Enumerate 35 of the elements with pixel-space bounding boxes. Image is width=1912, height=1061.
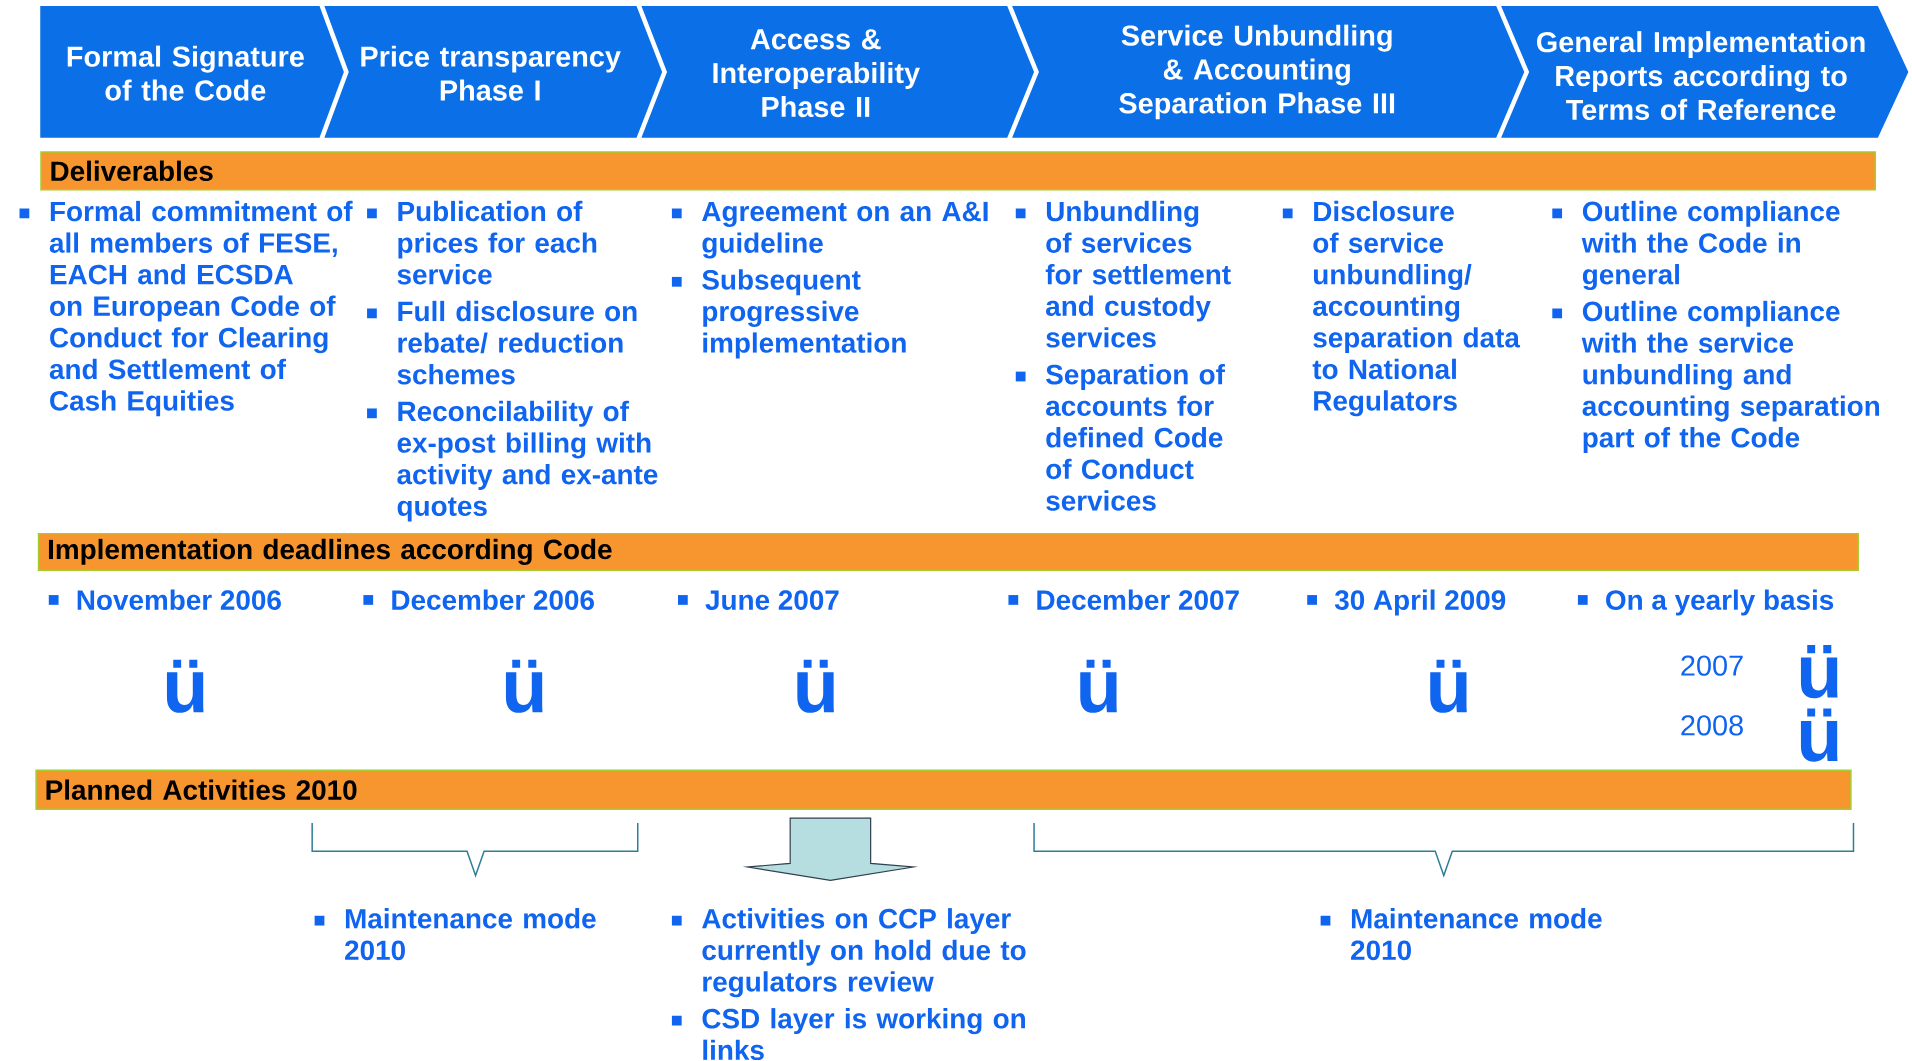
phase-header: Service Unbundling & Accounting Separation Phase III: [1012, 6, 1525, 138]
check-mark: ü: [1800, 645, 1838, 699]
bullet-text: Activities on CCP layer currently on hold due to regulators review: [702, 908, 1026, 998]
check-mark: ü: [1430, 659, 1467, 713]
node-label: Service Unbundling & Accounting Separation Phase III: [1119, 24, 1395, 120]
node-label: Formal Signature of the Code: [67, 45, 304, 101]
check-mark: ü: [1080, 659, 1117, 713]
year-text: 2007: [1681, 655, 1743, 676]
section-band: Deliverables: [40, 151, 1877, 191]
phase-header: General Implementation Reports according to Terms of Reference: [1501, 6, 1909, 138]
year-text: 2008: [1681, 715, 1743, 736]
bullet-text: Maintenance mode 2010: [345, 908, 596, 961]
bullet-text: Agreement on an A&I guideline: [702, 201, 988, 259]
check-mark: ü: [505, 659, 543, 713]
node-label: General Implementation Reports according to Terms of Reference: [1536, 31, 1865, 121]
bullet-text: Disclosure of service unbundling/accounting separation data to National Regulators: [1312, 200, 1521, 417]
bullet-text: Publication of prices for each service: [397, 200, 597, 285]
bullet-text: Outline compliance with the service unbundling and accounting separation part of the Code: [1581, 300, 1880, 454]
bullet-text: Maintenance mode 2010: [1351, 908, 1602, 961]
section-band: Implementation deadlines according Code: [37, 532, 1859, 571]
bullet-text: Subsequent progressive implementation: [702, 269, 906, 359]
bullet-text: Formal commitment of all members of FESE, EACH and ECSDA on European Code of Conduct for Clearing and Settlement of Cash Equities: [49, 200, 353, 417]
bullet-text: Unbundling of services for settlement and custody services: [1045, 200, 1231, 348]
section-band: Planned Activities 2010: [35, 769, 1852, 810]
phase-header: Formal Signature of the Code: [40, 6, 344, 138]
node-label: Price transparency Phase I: [361, 45, 621, 101]
check-mark: ü: [797, 659, 834, 713]
node-label: Access & Interoperability Phase II: [713, 29, 920, 118]
bullet-text: Outline compliance with the Code in general: [1581, 200, 1840, 291]
bullet-text: CSD layer is working on links: [702, 1008, 1025, 1061]
check-mark: ü: [166, 659, 204, 713]
bullet-text: Full disclosure on rebate/ reduction schemes: [397, 300, 637, 385]
check-mark: ü: [1800, 708, 1838, 762]
phase-header: Price transparency Phase I: [324, 6, 663, 138]
phase-header: Access & Interoperability Phase II: [641, 6, 1035, 138]
